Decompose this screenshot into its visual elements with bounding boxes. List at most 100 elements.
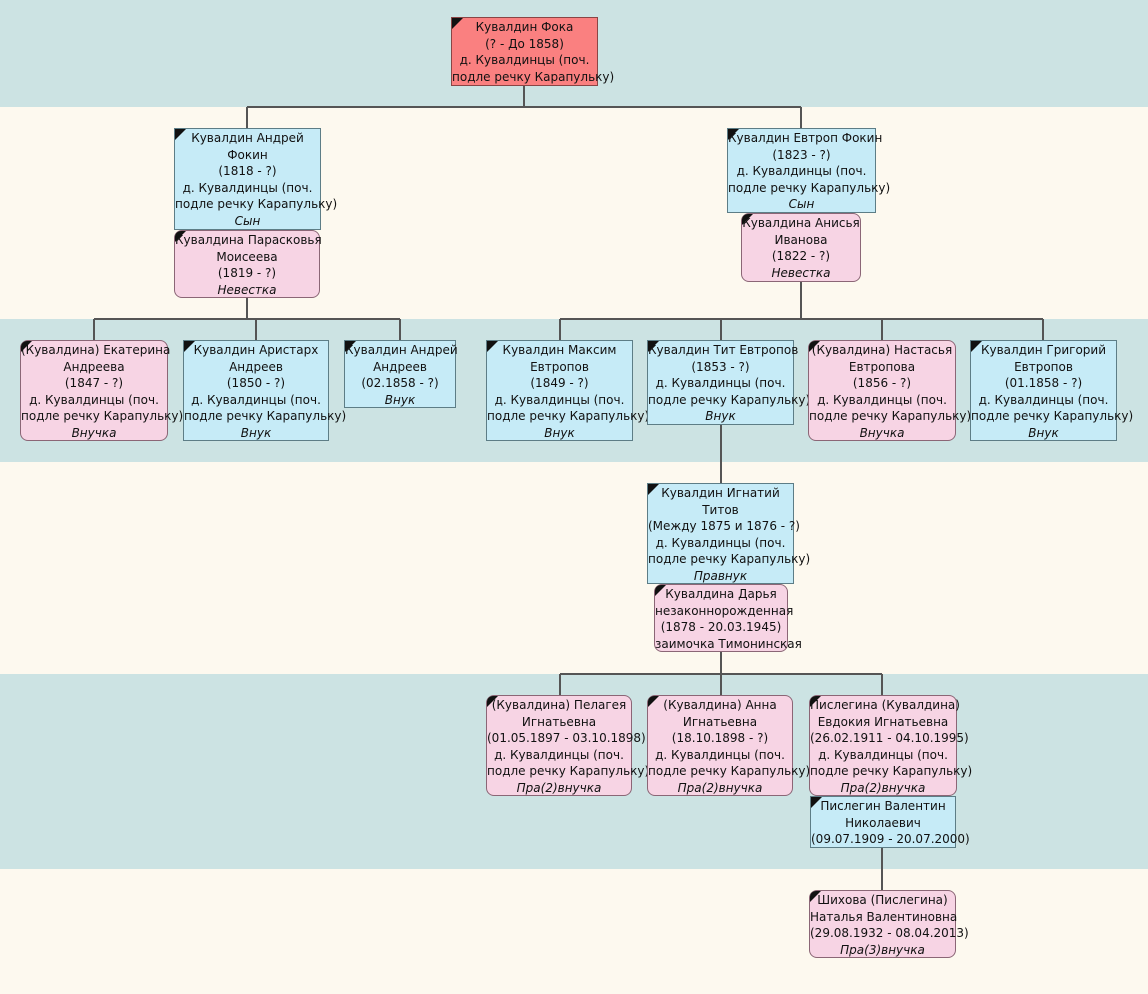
relation-label: Пра(2)внучка xyxy=(840,780,926,795)
person-line: д. Кувалдинцы (поч. xyxy=(736,164,867,178)
person-line: Кувалдин Игнатий xyxy=(661,486,780,500)
person-line: Андреева xyxy=(63,359,125,374)
deceased-marker-icon xyxy=(655,585,666,596)
generation-band-4 xyxy=(0,462,1148,674)
person-line: (Между 1875 и 1876 - ?) xyxy=(648,519,800,533)
person-line: Андреев xyxy=(229,359,283,374)
person-line: Кувалдина Анисья xyxy=(742,216,860,230)
person-line: Фокин xyxy=(227,147,268,162)
person-card-foka[interactable]: Кувалдин Фока(? - До 1858)д. Кувалдинцы … xyxy=(451,17,615,86)
deceased-marker-icon xyxy=(728,129,739,140)
person-line: Игнатьевна xyxy=(682,714,758,729)
person-line: (1823 - ?) xyxy=(772,147,831,162)
person-line: подле речку Карапульку) xyxy=(648,764,811,778)
person-line: подле речку Карапульку) xyxy=(971,409,1134,423)
person-line: подле речку Карапульку) xyxy=(487,409,650,423)
deceased-marker-icon xyxy=(345,341,356,352)
person-line: (1856 - ?) xyxy=(852,376,912,390)
person-line: (02.1858 - ?) xyxy=(361,376,439,390)
person-line: Евдокия Игнатьевна xyxy=(817,714,949,729)
person-line: подле речку Карапульку) xyxy=(184,409,347,423)
deceased-marker-icon xyxy=(971,341,982,352)
deceased-marker-icon xyxy=(184,341,195,352)
person-card-tit[interactable]: Кувалдин Тит Евтропов (1853 - ?) д. Кувалд… xyxy=(647,340,810,425)
deceased-marker-icon xyxy=(810,891,821,902)
person-line: (? - До 1858) xyxy=(485,36,564,51)
person-card-darya[interactable]: Кувалдина Дарья незаконнорожденная (1878 -… xyxy=(654,584,802,652)
person-line: заимочка Тимонинская xyxy=(655,636,802,651)
person-line: д. Кувалдинцы (поч. xyxy=(978,392,1109,407)
person-card-evtrop[interactable]: Кувалдин Евтроп Фокин (1823 - ?) д. Кувалд… xyxy=(727,128,891,213)
person-line: Пислегин Валентин xyxy=(820,799,946,813)
person-line: д. Кувалдинцы (поч. xyxy=(655,747,785,762)
person-line: Кувалдин Аристарх xyxy=(193,343,319,357)
person-line: (1853 - ?) xyxy=(691,359,750,374)
person-line: Евтропов xyxy=(1014,359,1073,374)
person-line: подле речку Карапульку) xyxy=(487,764,650,778)
relation-label: Внучка xyxy=(859,425,905,440)
relation-label: Внук xyxy=(705,409,736,423)
deceased-marker-icon xyxy=(175,231,186,242)
relation-label: Внук xyxy=(1028,425,1059,440)
relation-label: Внук xyxy=(384,392,416,407)
person-line: Моисеева xyxy=(216,249,278,264)
person-line: (Кувалдина) Анна xyxy=(663,698,777,712)
person-line: д. Кувалдинцы (поч. xyxy=(817,392,947,407)
person-line: Кувалдин Григорий xyxy=(980,343,1107,357)
person-line: д. Кувалдинцы (поч. xyxy=(655,376,786,390)
person-line: Кувалдин Евтроп Фокин xyxy=(728,131,883,145)
person-line: Титов xyxy=(702,502,739,517)
person-line: подле речку Карапульку) xyxy=(648,552,811,566)
person-line: (Кувалдина) Пелагея xyxy=(491,698,627,712)
person-line: Кувалдина Дарья xyxy=(665,587,777,601)
deceased-marker-icon xyxy=(648,341,659,352)
deceased-marker-icon xyxy=(811,797,822,808)
person-line: (26.02.1911 - 04.10.1995) xyxy=(810,731,969,745)
deceased-marker-icon xyxy=(648,484,659,495)
relation-label: Внук xyxy=(544,425,575,440)
deceased-marker-icon xyxy=(487,696,498,707)
deceased-marker-icon xyxy=(809,341,820,352)
person-line: (18.10.1898 - ?) xyxy=(671,731,769,745)
relation-label: Внучка xyxy=(71,425,117,440)
person-card-evdokiya[interactable]: Пислегина (Кувалдина) Евдокия Игнатьевна (… xyxy=(809,695,972,796)
person-line: подле речку Карапульку) xyxy=(728,180,891,195)
relation-label: Пра(2)внучка xyxy=(516,780,602,795)
person-line: Иванова xyxy=(774,232,828,247)
person-line: Пислегина (Кувалдина) xyxy=(810,698,960,712)
deceased-marker-icon xyxy=(742,214,753,225)
person-line: (1878 - 20.03.1945) xyxy=(660,620,782,634)
person-line: подле речку Карапульку) xyxy=(452,69,615,84)
deceased-marker-icon xyxy=(810,696,821,707)
person-line: (Кувалдина) Настасья xyxy=(811,343,953,357)
deceased-marker-icon xyxy=(452,18,463,29)
person-line: д. Кувалдинцы (поч. xyxy=(655,535,786,550)
person-line: Кувалдин Андрей xyxy=(345,343,458,357)
person-card-natalya[interactable]: Шихова (Пислегина)Наталья Валентиновна(2… xyxy=(809,890,969,958)
person-line: Игнатьевна xyxy=(521,714,597,729)
person-line: (29.08.1932 - 08.04.2013) xyxy=(810,926,969,940)
person-line: подле речку Карапульку) xyxy=(21,409,184,423)
person-line: д. Кувалдинцы (поч. xyxy=(29,392,159,407)
person-line: д. Кувалдинцы (поч. xyxy=(494,392,625,407)
person-line: Кувалдин Тит Евтропов xyxy=(648,343,799,357)
person-line: Кувалдин Максим xyxy=(502,343,617,357)
person-line: Кувалдин Андрей xyxy=(191,131,304,145)
person-line: (1850 - ?) xyxy=(226,376,286,390)
person-line: Андреев xyxy=(373,359,427,374)
person-line: незаконнорожденная xyxy=(655,603,794,618)
